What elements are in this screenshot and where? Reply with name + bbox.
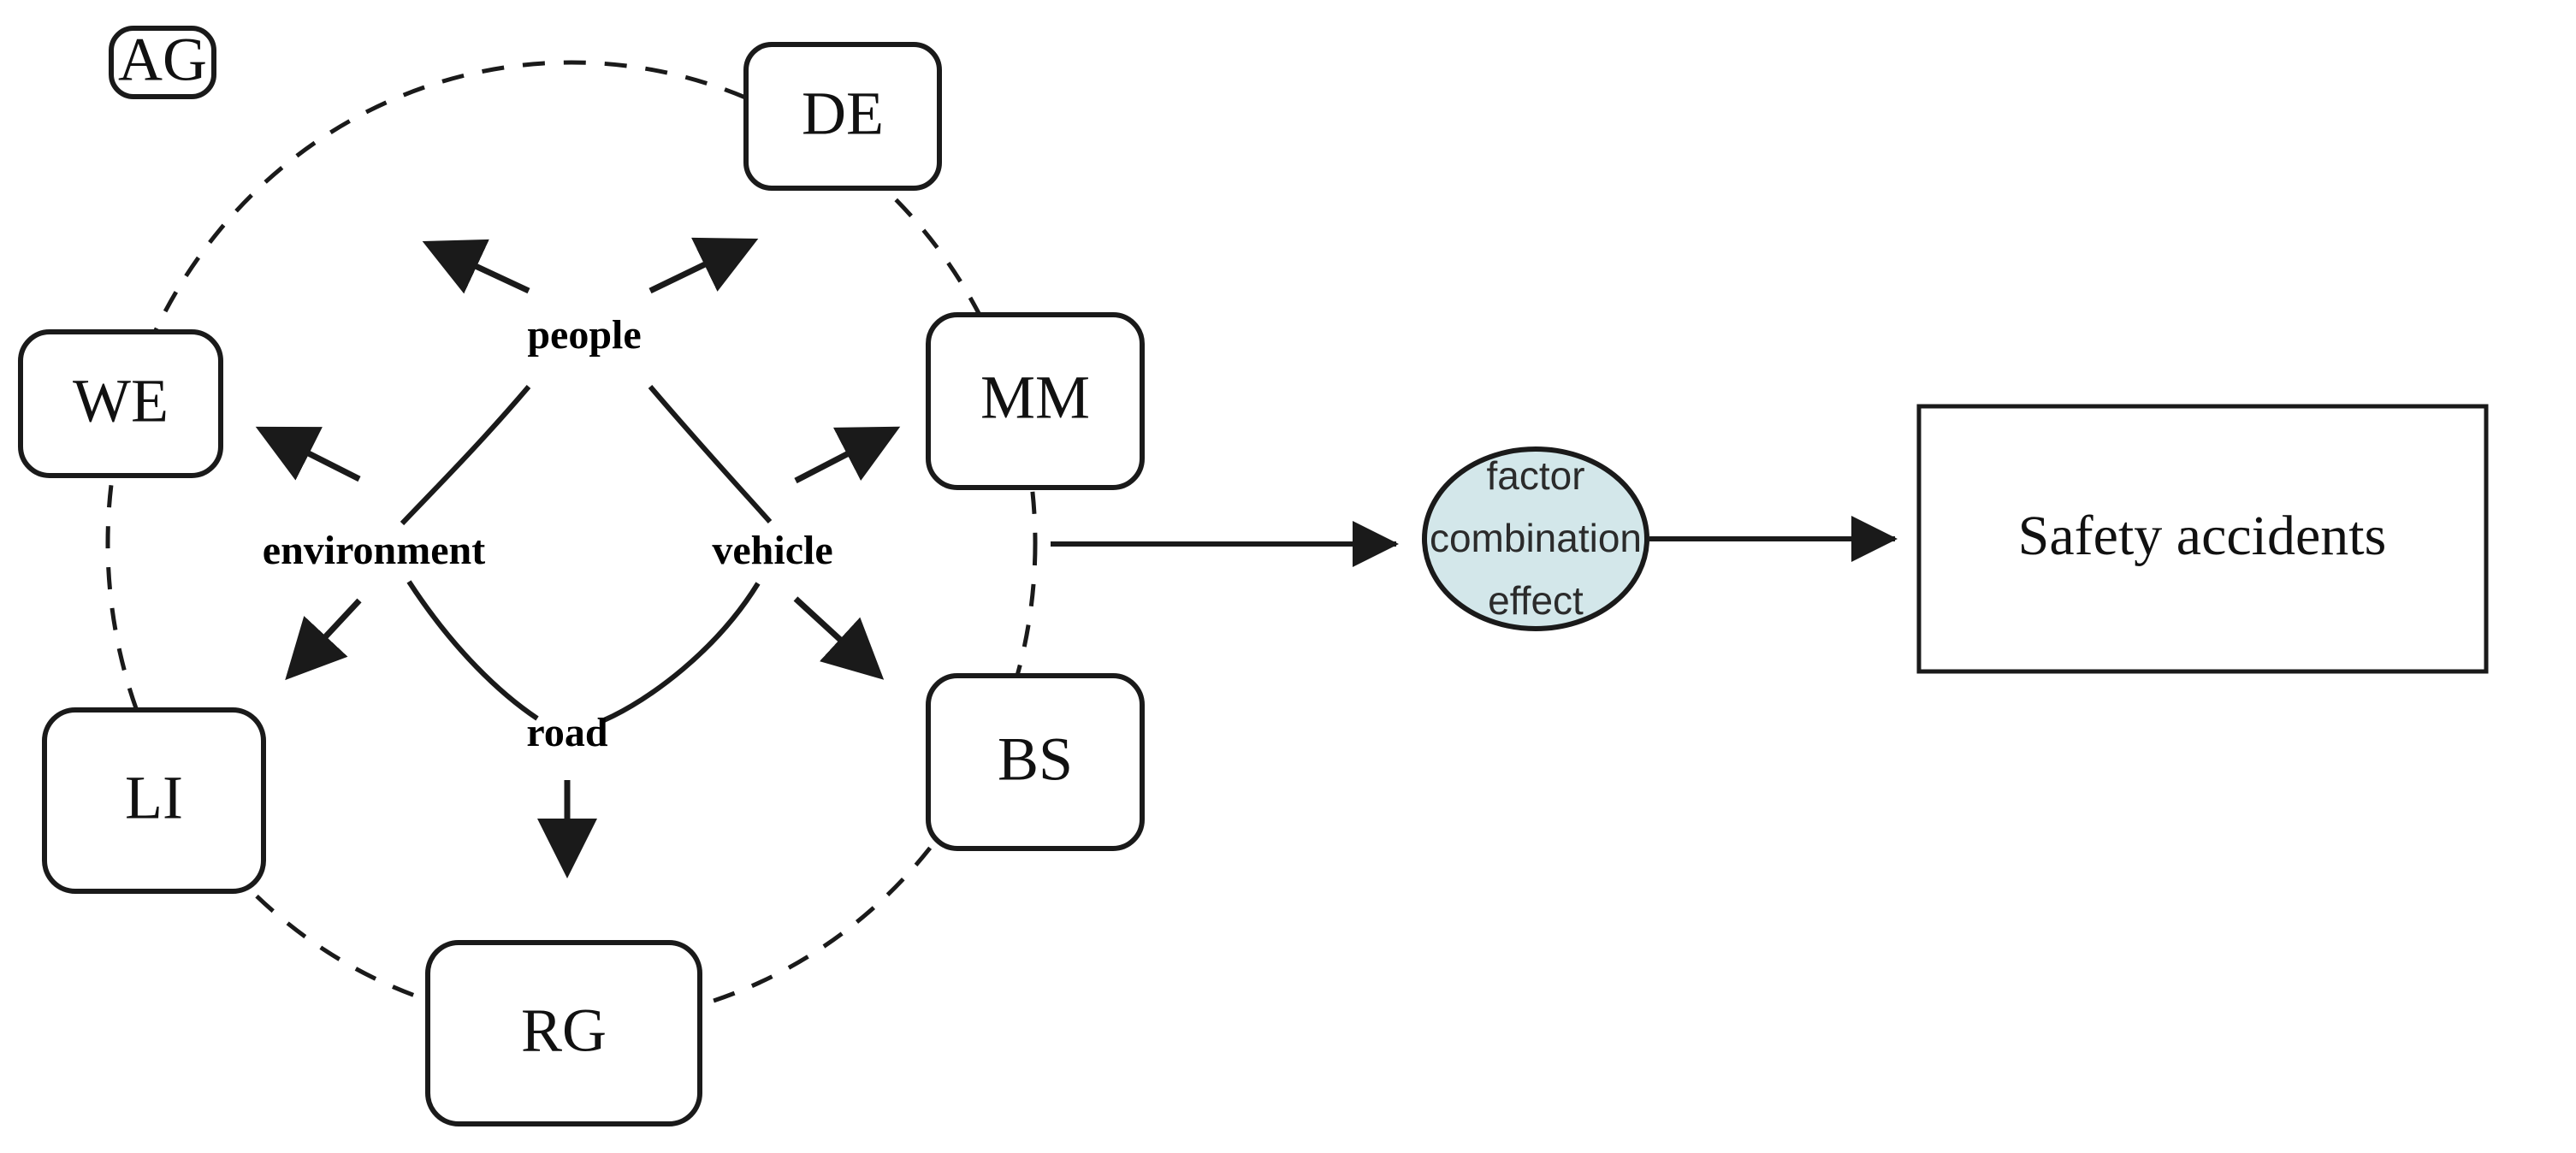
arrow-line-vehicle-bs (793, 596, 885, 680)
effect-label-line-1: factor (1486, 453, 1584, 498)
center-label-vehicle: vehicle (712, 528, 832, 573)
influence-arrow-environment-to-li (285, 598, 362, 681)
ring-node-li[interactable]: LI (42, 707, 266, 894)
arrow-line-env-li (285, 598, 362, 681)
node-label-li: LI (125, 764, 183, 832)
node-box-de[interactable] (743, 42, 942, 191)
influence-arrow-people-to-ag (422, 239, 530, 294)
ring-node-mm[interactable]: MM (926, 312, 1145, 490)
node-label-ag: AG (118, 26, 207, 94)
ring-node-we[interactable]: WE (18, 329, 223, 478)
node-label-bs: BS (998, 725, 1073, 794)
node-label-de: DE (802, 80, 884, 148)
outcome-label: Safety accidents (2018, 505, 2387, 567)
node-label-rg: RG (521, 996, 607, 1065)
curve-people-vehicle (648, 385, 773, 524)
influence-arrow-vehicle-to-mm (794, 426, 901, 484)
center-label-road: road (526, 710, 607, 755)
effect-ellipse[interactable] (1422, 446, 1649, 631)
arrow-line-vehicle-mm (794, 426, 901, 484)
node-label-we: WE (73, 367, 169, 435)
influence-arrow-people-to-de (648, 237, 759, 294)
curve-environment-road (406, 580, 539, 721)
factor-combination-effect-node[interactable]: factor combination effect (1422, 446, 1649, 631)
influence-arrow-environment-to-we (255, 426, 361, 482)
node-box-ag[interactable] (109, 26, 216, 99)
center-label-environment: environment (263, 528, 485, 573)
effect-label-line-3: effect (1488, 578, 1584, 623)
ring-node-ag[interactable]: AG (109, 26, 216, 99)
outcome-box[interactable] (1916, 404, 2489, 674)
arrow-line-env-we (255, 426, 361, 482)
ring-node-rg[interactable]: RG (425, 940, 702, 1126)
curve-vehicle-road (602, 582, 761, 723)
influence-arrow-vehicle-to-bs (793, 596, 885, 680)
quadrant-curves (400, 385, 773, 723)
curve-people-environment (400, 385, 531, 526)
arrow-line-people-ag (422, 239, 530, 294)
safety-accidents-node[interactable]: Safety accidents (1916, 404, 2489, 674)
node-box-rg[interactable] (425, 940, 702, 1126)
node-box-mm[interactable] (926, 312, 1145, 490)
node-label-mm: MM (980, 364, 1090, 432)
ring-node-de[interactable]: DE (743, 42, 942, 191)
node-box-bs[interactable] (926, 673, 1145, 851)
ring-node-bs[interactable]: BS (926, 673, 1145, 851)
effect-label-line-2: combination (1430, 516, 1642, 560)
arrow-line-people-de (648, 237, 759, 294)
center-label-people: people (527, 312, 641, 358)
node-box-li[interactable] (42, 707, 266, 894)
node-box-we[interactable] (18, 329, 223, 478)
